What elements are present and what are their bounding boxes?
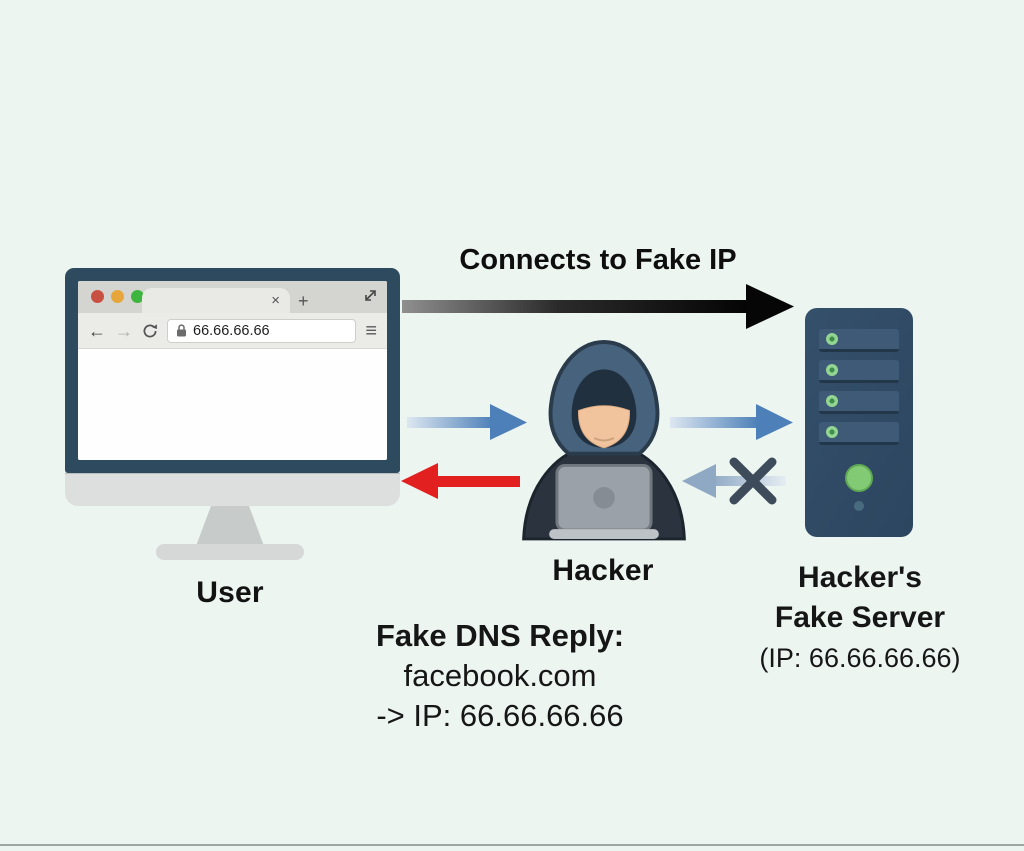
server-slot	[819, 422, 899, 445]
server-slot	[819, 391, 899, 414]
fake-dns-reply-arrow	[401, 463, 520, 499]
forward-icon[interactable]: →	[115, 320, 133, 341]
browser-toolbar: ← → 66.66.66.66 ≡	[78, 313, 387, 349]
server-indicator-dot	[854, 501, 864, 511]
led-icon	[826, 364, 838, 376]
server-slot	[819, 329, 899, 352]
browser-tab[interactable]: ×	[142, 288, 290, 313]
laptop-base	[549, 529, 659, 539]
black-connect-arrow	[402, 284, 794, 329]
lock-icon	[177, 324, 186, 337]
led-icon	[826, 426, 838, 438]
user-monitor: × + ← →	[65, 268, 400, 473]
server-label: Hacker's Fake Server (IP: 66.66.66.66)	[735, 558, 985, 678]
user-label: User	[196, 576, 264, 609]
address-bar[interactable]: 66.66.66.66	[167, 318, 357, 343]
hacker-mouth	[593, 437, 615, 442]
monitor-chin	[65, 473, 400, 506]
fake-server-tower	[805, 308, 913, 537]
tab-close-icon[interactable]: ×	[271, 292, 280, 309]
browser-page-content	[78, 349, 387, 460]
browser-tab-strip: × +	[78, 281, 387, 313]
monitor-stand-neck	[196, 506, 264, 546]
hacker-figure	[522, 340, 686, 541]
connects-to-fake-ip-label: Connects to Fake IP	[459, 244, 737, 276]
hacker-to-server-arrow	[670, 404, 793, 440]
expand-window-icon[interactable]	[363, 288, 378, 303]
monitor-stand-base	[156, 544, 304, 560]
dns-reply-title: Fake DNS Reply:	[375, 618, 625, 653]
new-tab-icon[interactable]: +	[298, 291, 309, 311]
hacker-label: Hacker	[552, 554, 654, 587]
traffic-light-red-icon[interactable]	[91, 290, 104, 303]
back-icon[interactable]: ←	[88, 320, 106, 341]
traffic-light-yellow-icon[interactable]	[111, 290, 124, 303]
traffic-light-green-icon[interactable]	[131, 290, 144, 303]
server-slot	[819, 360, 899, 383]
menu-icon[interactable]: ≡	[365, 319, 377, 342]
address-url-text: 66.66.66.66	[193, 322, 270, 339]
dns-reply-caption: Fake DNS Reply: facebook.com -> IP: 66.6…	[318, 616, 682, 736]
bottom-divider	[0, 844, 1024, 846]
dns-reply-ip: -> IP: 66.66.66.66	[376, 698, 624, 733]
laptop-logo	[593, 487, 615, 509]
hacker-face	[578, 405, 630, 449]
led-icon	[826, 333, 838, 345]
blocked-reply-arrow	[682, 457, 786, 505]
server-ip-line: (IP: 66.66.66.66)	[759, 643, 961, 673]
reload-icon[interactable]	[142, 323, 158, 339]
dns-reply-domain: facebook.com	[403, 658, 597, 693]
server-name-line2: Fake Server	[774, 601, 946, 634]
server-name-line1: Hacker's	[798, 561, 922, 594]
user-to-hacker-arrow	[407, 404, 527, 440]
power-button[interactable]	[845, 464, 873, 492]
led-icon	[826, 395, 838, 407]
browser-window: × + ← →	[78, 281, 387, 460]
x-mark-icon	[729, 457, 777, 505]
